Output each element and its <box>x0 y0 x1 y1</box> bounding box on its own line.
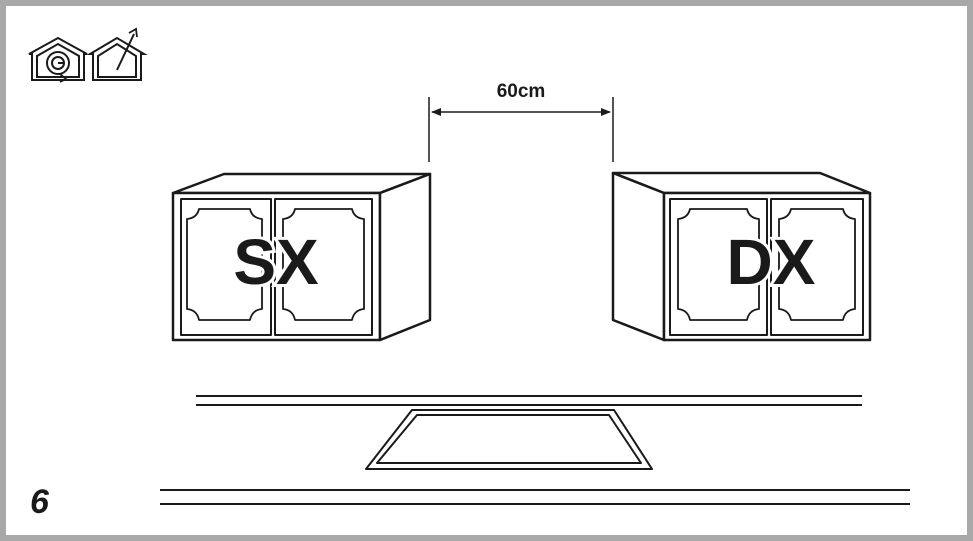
recirculation-mode-icon <box>28 36 88 83</box>
left-cabinet-label: SX <box>233 226 319 298</box>
right-wall-cabinet <box>611 171 872 342</box>
extraction-mode-icon <box>86 27 148 81</box>
left-wall-cabinet <box>171 172 432 342</box>
worktop-upper <box>196 395 862 406</box>
dimension-label: 60cm <box>497 81 546 102</box>
dimension-indicator: 60cm <box>428 81 614 162</box>
right-cabinet-label: DX <box>727 226 816 298</box>
worktop-lower <box>160 489 910 505</box>
figure-number: 6 <box>30 483 50 521</box>
hob <box>365 409 653 470</box>
